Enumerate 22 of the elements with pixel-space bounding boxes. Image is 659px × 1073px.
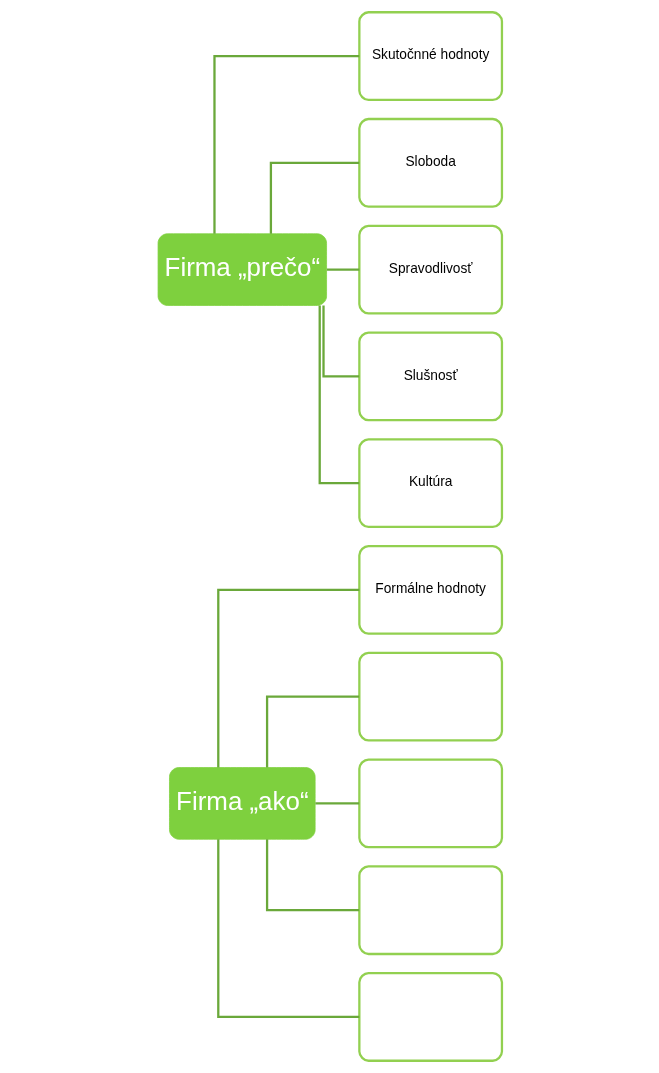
connector xyxy=(314,802,359,805)
node-box: Firma „ako“ xyxy=(168,767,315,840)
connector xyxy=(265,695,359,768)
node-box xyxy=(357,865,503,956)
connector xyxy=(326,268,359,271)
node-box: Kultúra xyxy=(357,438,503,529)
connector xyxy=(269,161,359,234)
connector xyxy=(216,839,359,1019)
connector xyxy=(212,54,359,234)
node-box xyxy=(357,758,503,849)
node-box: Formálne hodnoty xyxy=(357,544,503,635)
node-box: Slušnosť xyxy=(357,331,503,422)
node-box xyxy=(357,971,503,1062)
node-box xyxy=(357,651,503,742)
node-box: Skutočnné hodnoty xyxy=(357,11,503,102)
connector xyxy=(216,588,359,768)
node-box: Spravodlivosť xyxy=(357,224,503,315)
node-box: Sloboda xyxy=(357,117,503,208)
connector xyxy=(318,305,359,485)
connector xyxy=(321,305,359,378)
node-box: Firma „prečo“ xyxy=(157,233,327,306)
connector xyxy=(265,839,359,912)
